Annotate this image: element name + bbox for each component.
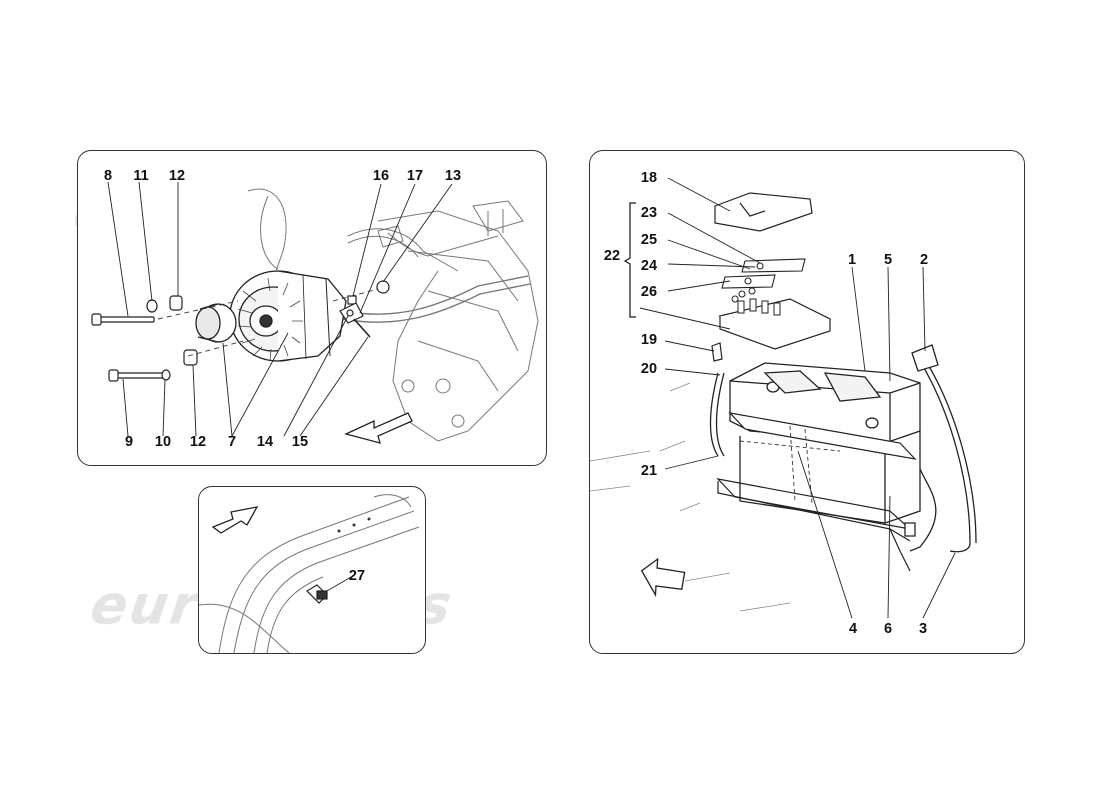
callout-16: 16 xyxy=(372,167,390,184)
direction-arrow-icon xyxy=(344,412,413,444)
callout-18: 18 xyxy=(640,169,658,186)
callout-23: 23 xyxy=(640,204,658,221)
battery-drawing xyxy=(590,177,977,619)
callout-25: 25 xyxy=(640,231,658,248)
callout-22: 22 xyxy=(603,247,621,264)
callout-17: 17 xyxy=(406,167,424,184)
callout-8: 8 xyxy=(103,167,113,184)
callout-12-top: 12 xyxy=(168,167,186,184)
callout-26: 26 xyxy=(640,283,658,300)
callout-11: 11 xyxy=(133,167,149,184)
callout-13: 13 xyxy=(444,167,462,184)
sensor-drawing xyxy=(199,494,420,653)
callout-14: 14 xyxy=(256,433,274,450)
callout-20: 20 xyxy=(640,360,658,377)
direction-arrow-icon xyxy=(211,506,259,534)
callout-3: 3 xyxy=(918,620,928,637)
battery-panel: 18 22 23 25 24 26 19 20 21 1 5 2 4 6 3 xyxy=(589,150,1025,654)
callout-7: 7 xyxy=(227,433,237,450)
alternator-panel: 8 11 12 16 17 13 9 10 12 7 14 15 xyxy=(77,150,547,466)
callout-15: 15 xyxy=(291,433,309,450)
callout-21: 21 xyxy=(640,462,658,479)
callout-6: 6 xyxy=(883,620,893,637)
sensor-panel: 27 xyxy=(198,486,426,654)
callout-24: 24 xyxy=(640,257,658,274)
callout-9: 9 xyxy=(124,433,134,450)
callout-27: 27 xyxy=(348,567,366,584)
callout-10: 10 xyxy=(154,433,172,450)
alternator-drawing xyxy=(91,181,539,444)
direction-arrow-icon xyxy=(640,557,686,598)
callout-19: 19 xyxy=(640,331,658,348)
callout-2: 2 xyxy=(919,251,929,268)
callout-5: 5 xyxy=(883,251,893,268)
callout-1: 1 xyxy=(847,251,857,268)
callout-12-bottom: 12 xyxy=(189,433,207,450)
callout-4: 4 xyxy=(848,620,858,637)
